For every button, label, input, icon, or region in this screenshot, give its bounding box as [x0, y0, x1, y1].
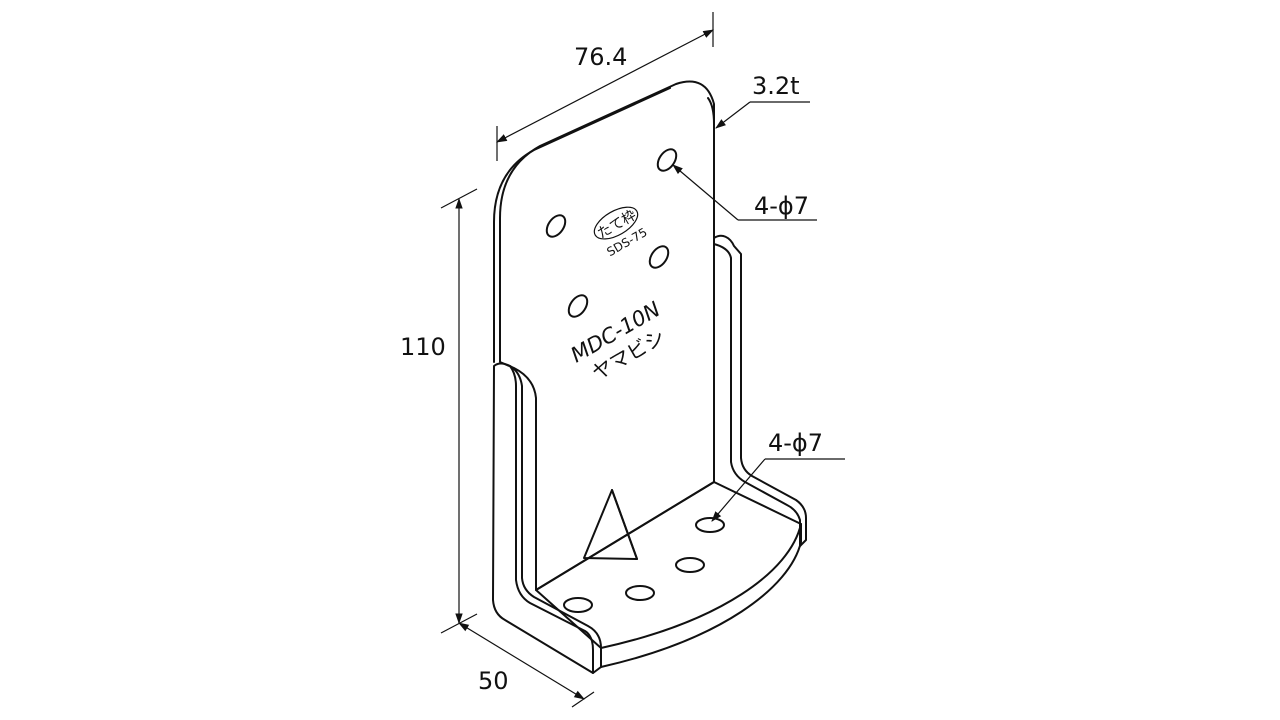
thickness-label: 3.2t	[752, 72, 800, 100]
width-label: 76.4	[574, 43, 627, 71]
bracket-body	[492, 80, 807, 674]
left-flange	[492, 362, 602, 674]
base-hole-3	[625, 585, 655, 601]
pointed-tooth-edge	[611, 489, 638, 560]
depth-dimension: 50	[458, 622, 595, 708]
base-hole-4	[563, 597, 593, 613]
base-hole-2	[675, 557, 705, 573]
base-plate	[535, 481, 802, 668]
base-plate-edge	[600, 523, 802, 649]
depth-label: 50	[478, 667, 509, 695]
height-label: 110	[400, 333, 446, 361]
back-hole-lower-right	[648, 245, 670, 269]
upper-holes-label: 4-ϕ7	[754, 192, 809, 220]
stamp-oval	[593, 206, 639, 240]
lower-holes-callout: 4-ϕ7	[711, 429, 845, 522]
height-dimension: 110	[400, 188, 478, 634]
width-dimension: 76.4	[496, 12, 714, 161]
left-flange-inner	[509, 365, 594, 674]
pointed-tooth	[583, 489, 638, 560]
lower-holes-label: 4-ϕ7	[768, 429, 823, 457]
thickness-callout: 3.2t	[715, 72, 810, 129]
back-hole-upper-right	[656, 148, 678, 172]
back-hole-upper-left	[545, 214, 567, 238]
back-hole-lower-left	[567, 294, 589, 318]
upper-holes-callout: 4-ϕ7	[672, 164, 817, 221]
right-flange	[713, 234, 807, 547]
stamp-mark: たて枠 SDS-75	[593, 206, 650, 259]
base-hole-1	[695, 517, 725, 533]
